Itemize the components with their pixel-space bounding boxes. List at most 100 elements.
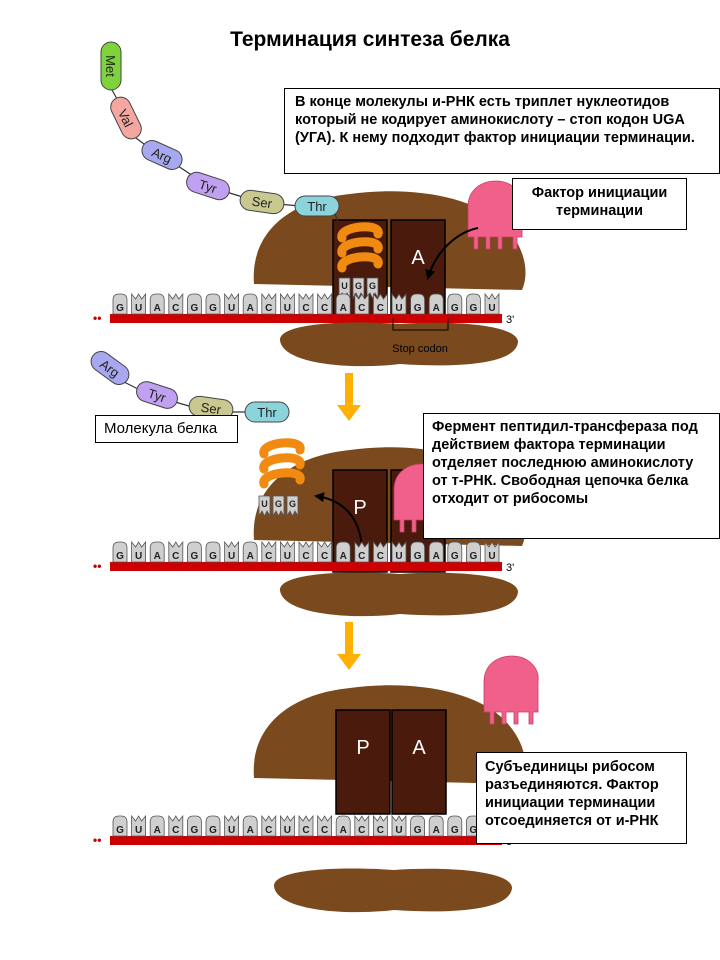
amino-acid-label: Ser	[251, 194, 274, 212]
mrna-base-letter: A	[154, 551, 161, 562]
mrna-base	[187, 293, 202, 315]
mrna-base-letter: A	[433, 303, 440, 314]
amino-acid-label: Met	[103, 55, 118, 77]
mrna-base-letter: G	[451, 551, 459, 562]
mrna-base-letter: C	[377, 551, 384, 562]
mrna-base-letter: C	[302, 551, 309, 562]
mrna-base-letter: A	[433, 551, 440, 562]
trna-stage2	[259, 438, 305, 489]
trna-anticodon-letter: U	[341, 281, 348, 291]
trna-helix-turn	[259, 438, 305, 459]
mrna-base-letter: G	[451, 303, 459, 314]
mrna-strand	[110, 314, 502, 323]
mrna-base	[391, 292, 407, 315]
mrna-base	[373, 540, 388, 563]
mrna-base-letter: U	[488, 551, 495, 562]
mrna-base-letter: C	[172, 825, 179, 836]
amino-acid-pill	[294, 195, 340, 217]
mrna-base	[317, 292, 332, 315]
mrna-base-letter: A	[433, 825, 440, 836]
mrna-base	[298, 540, 314, 563]
mrna-base-letter: U	[284, 303, 291, 314]
mrna-base	[149, 293, 165, 315]
mrna-base-letter: G	[116, 551, 124, 562]
mrna-base-letter: A	[154, 303, 161, 314]
mrna-base	[131, 814, 146, 837]
stop-codon-explanation-text: В конце молекулы и-РНК есть триплет нукл…	[295, 94, 695, 146]
mrna-base	[298, 292, 314, 315]
peptidyl-transferase-text: Фермент пептидил-трансфераза под действи…	[432, 419, 698, 507]
mrna-base-letter: U	[284, 551, 291, 562]
mrna-base-letter: C	[358, 303, 365, 314]
trna-helix-turn	[337, 222, 383, 243]
mrna-start-dots: ••	[93, 559, 101, 573]
mrna-base-letter: C	[172, 303, 179, 314]
mrna-base	[224, 814, 239, 837]
protein-molecule-label-text: Молекула белка	[104, 420, 218, 437]
mrna-base-letter: G	[470, 303, 478, 314]
peptidyl-transferase-box: Фермент пептидил-трансфераза под действи…	[423, 413, 720, 539]
mrna-3-prime-label: 3'	[506, 314, 514, 326]
mrna-base-letter: C	[302, 825, 309, 836]
mrna-base	[335, 541, 351, 563]
mrna-base-letter: U	[228, 303, 235, 314]
mrna-base	[261, 292, 277, 315]
mrna-base-letter: C	[172, 551, 179, 562]
mrna-base-letter: A	[154, 825, 161, 836]
mrna-base-letter: G	[414, 303, 422, 314]
mrna-base-letter: U	[228, 551, 235, 562]
mrna-base	[168, 814, 184, 837]
mrna-base	[242, 541, 258, 563]
mrna-start-dots: ••	[93, 311, 101, 325]
amino-acid-arg: Arg	[141, 140, 183, 170]
mrna-base-letter: C	[265, 551, 272, 562]
trna-helix-turn	[337, 252, 383, 273]
amino-acid-met: Met	[100, 41, 122, 91]
mrna-base	[317, 814, 332, 837]
mrna-base	[205, 293, 221, 315]
mrna-base	[391, 540, 407, 563]
stop-codon-bracket	[392, 318, 449, 331]
ribosome-small-subunit-stage2	[280, 572, 518, 617]
factor-approach-arrow	[425, 227, 479, 280]
mrna-base	[298, 814, 314, 837]
amino-acid-label: Tyr	[197, 177, 219, 197]
amino-acid-pill	[100, 41, 122, 91]
mrna-base	[391, 814, 407, 837]
mrna-base	[205, 541, 221, 563]
ribosome-small-subunit-stage3	[274, 868, 512, 913]
mrna-base	[447, 541, 463, 563]
mrna-base-letter: C	[302, 303, 309, 314]
amino-acid-val: Val	[110, 96, 142, 140]
p-site-stage3-label: P	[356, 737, 369, 759]
mrna-base-letter: G	[116, 303, 124, 314]
mrna-base	[168, 292, 184, 315]
trna-anticodon-base	[258, 495, 271, 518]
mrna-base-letter: U	[395, 551, 402, 562]
mrna-base	[466, 541, 481, 563]
mrna-base-letter: U	[395, 303, 402, 314]
mrna-base	[131, 292, 146, 315]
mrna-base-letter: C	[358, 551, 365, 562]
amino-acid-label: Thr	[257, 405, 277, 420]
subunit-separation-text: Субъединицы рибосом разъединяются. Факто…	[485, 759, 659, 829]
p-site-stage3	[335, 709, 391, 815]
mrna-start-dots: ••	[93, 833, 101, 847]
mrna-base-letter: U	[135, 825, 142, 836]
mrna-base	[168, 540, 184, 563]
mrna-base	[410, 293, 425, 315]
mrna-base-letter: U	[488, 303, 495, 314]
mrna-base	[354, 540, 370, 563]
trna-anticodon-base	[286, 495, 299, 518]
mrna-base-letter: A	[247, 825, 254, 836]
mrna-base-letter: A	[340, 551, 347, 562]
mrna-base	[447, 293, 463, 315]
mrna-base	[354, 292, 370, 315]
trna-helix-turn	[259, 453, 305, 474]
amino-acid-tyr: Tyr	[136, 381, 178, 409]
mrna-base	[428, 815, 444, 837]
mrna-base	[484, 292, 500, 315]
amino-acid-label: Val	[115, 107, 136, 130]
